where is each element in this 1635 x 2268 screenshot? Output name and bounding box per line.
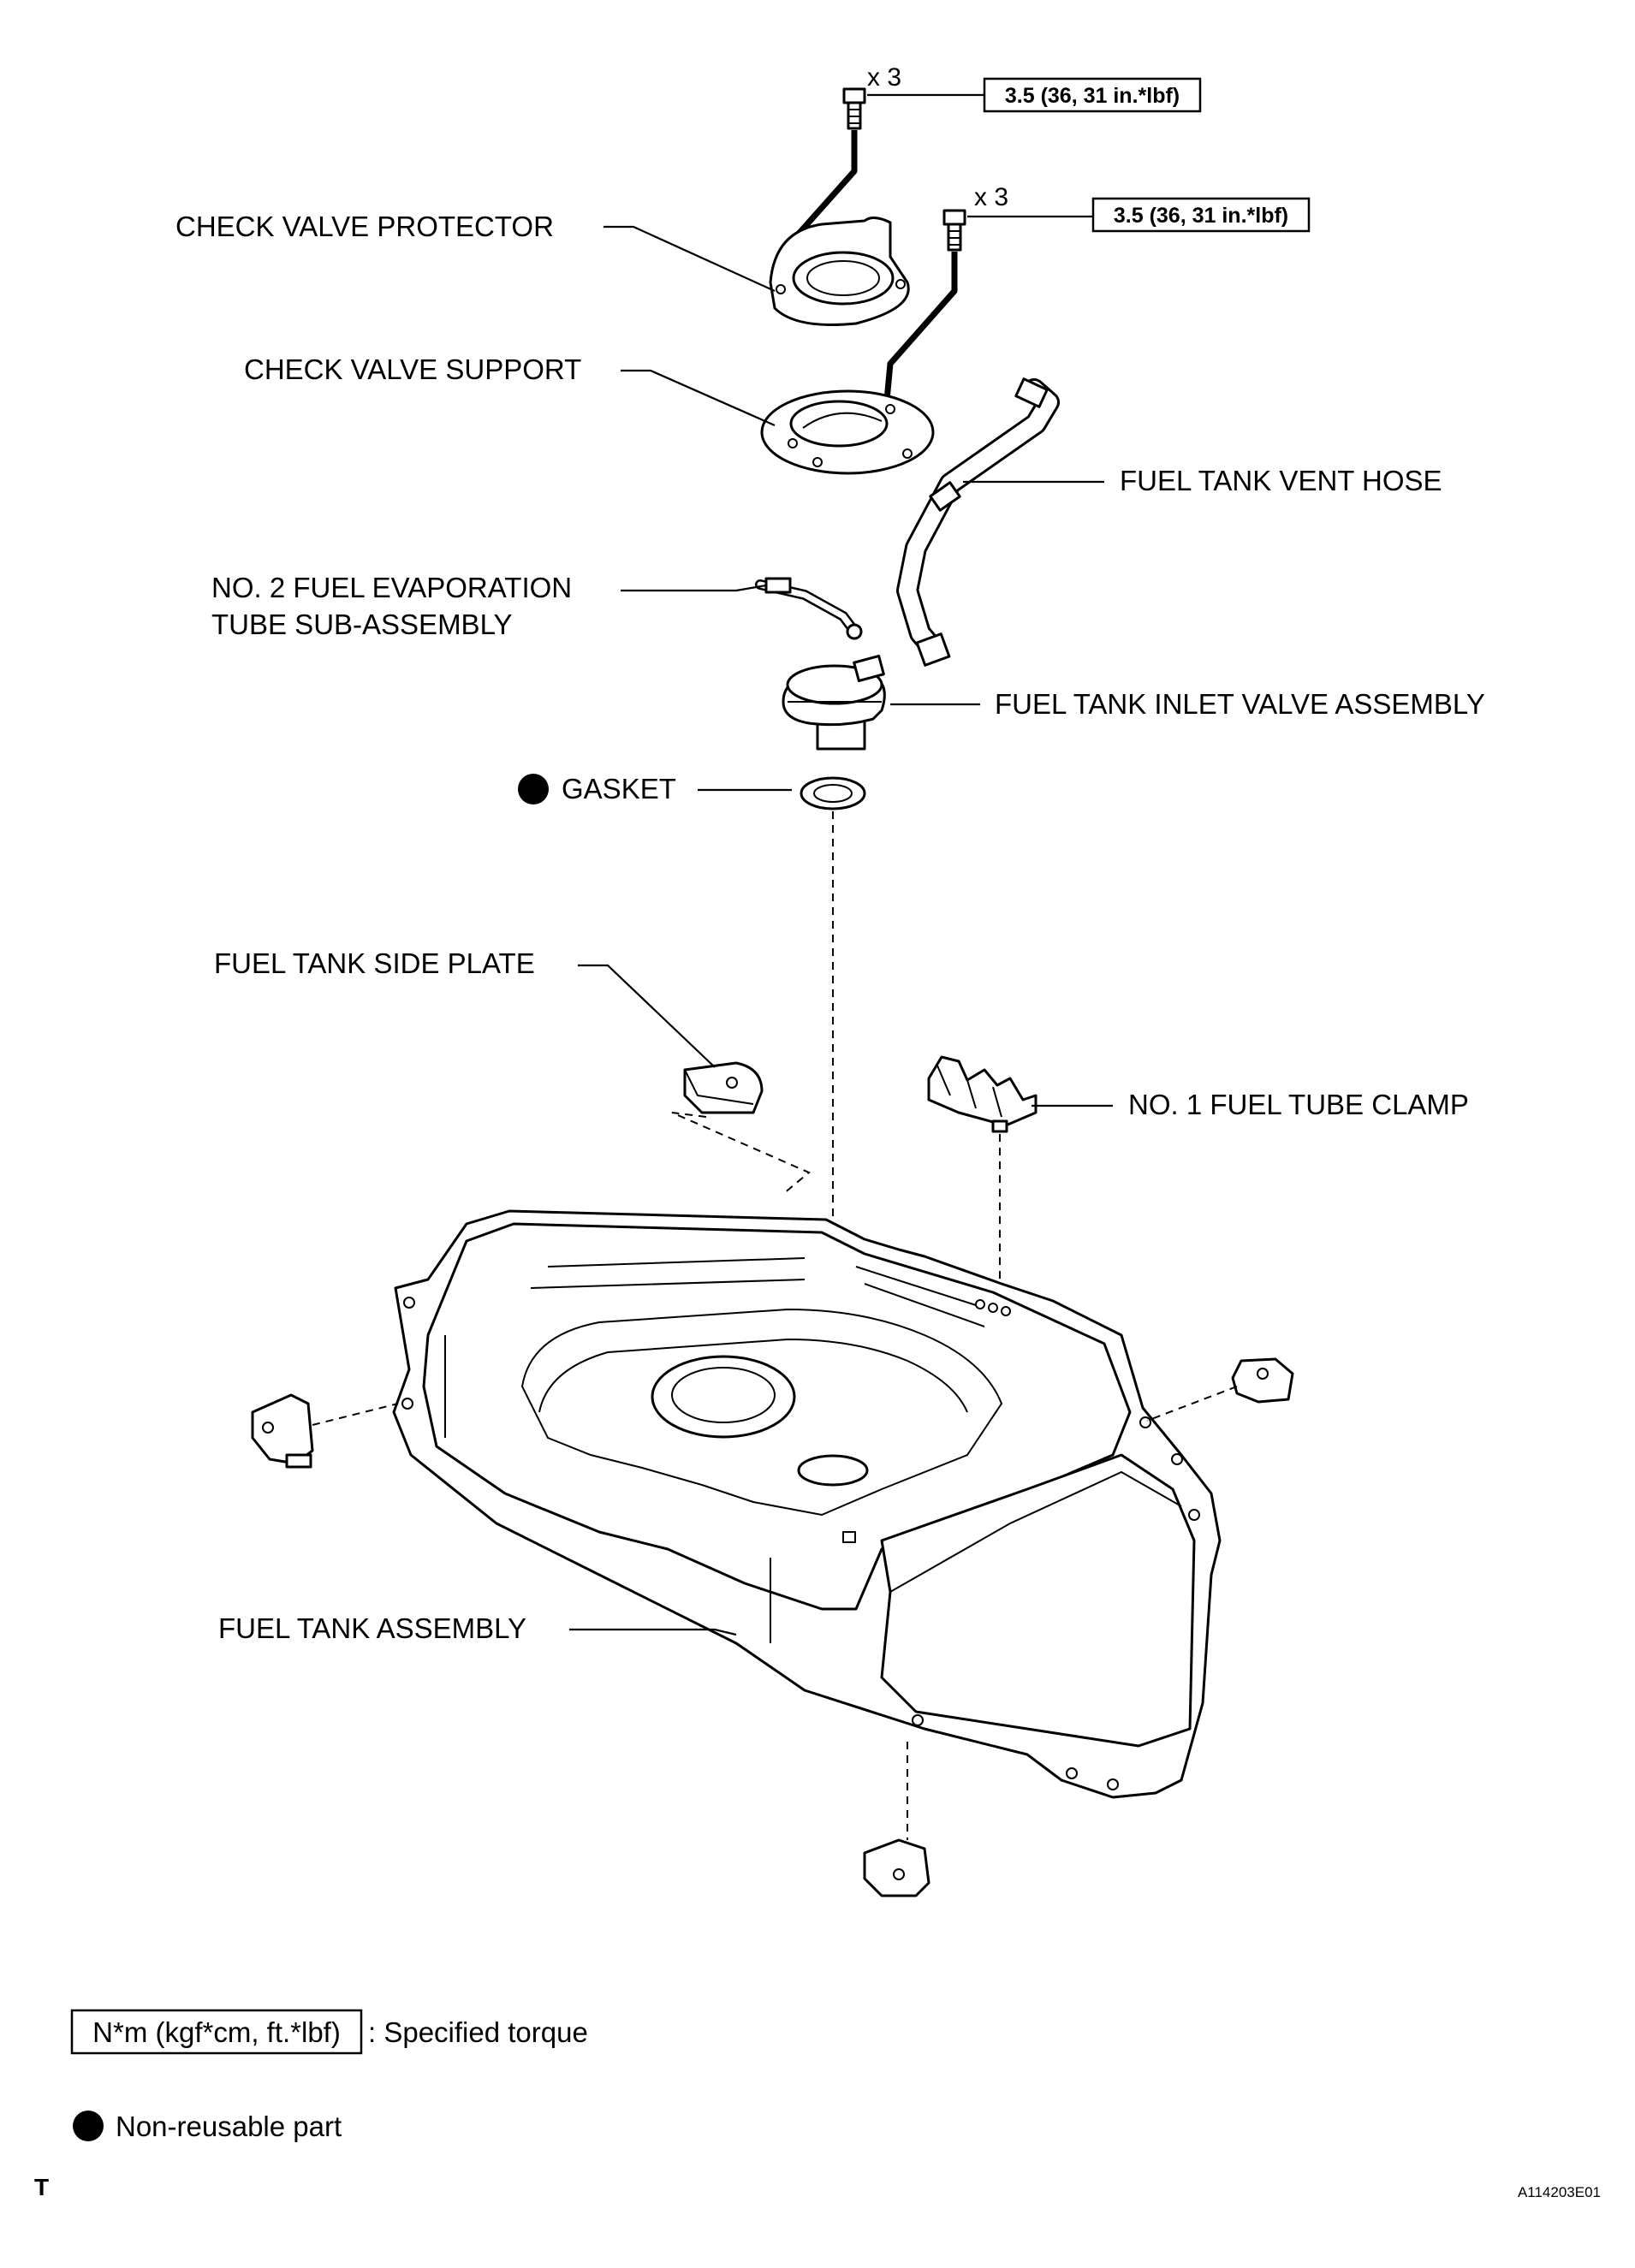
legend-torque-box bbox=[70, 2009, 363, 2055]
torque-spec-1: 3.5 (36, 31 in.*lbf) bbox=[1005, 84, 1180, 108]
torque-box-2 bbox=[1091, 197, 1311, 233]
fuel-evaporation-tube-part bbox=[755, 577, 863, 640]
non-reusable-icon bbox=[518, 774, 549, 804]
fuel-tank-vent-hose-label: FUEL TANK VENT HOSE bbox=[1120, 465, 1442, 496]
gasket-label: GASKET bbox=[562, 773, 676, 804]
fuel-tank-side-plate-left bbox=[251, 1393, 314, 1469]
corner-mark: T bbox=[34, 2174, 49, 2200]
fuel-tank-inlet-valve-label: FUEL TANK INLET VALVE ASSEMBLY bbox=[995, 688, 1485, 720]
gasket-part bbox=[800, 776, 866, 810]
bolt-icon bbox=[942, 209, 966, 252]
figure-code: A114203E01 bbox=[1518, 2184, 1601, 2200]
legend-torque-box-text: N*m (kgf*cm, ft.*lbf) bbox=[92, 2016, 341, 2048]
check-valve-support-label: CHECK VALVE SUPPORT bbox=[244, 353, 581, 385]
fuel-tube-clamp-part bbox=[927, 1055, 1037, 1133]
bolt-icon bbox=[842, 87, 866, 130]
bolt-quantity-1: x 3 bbox=[867, 63, 901, 92]
bolt-quantity-2: x 3 bbox=[974, 183, 1008, 211]
check-valve-protector-part bbox=[769, 217, 910, 326]
fuel-tank-side-plate-bottom bbox=[863, 1838, 930, 1897]
fuel-evaporation-tube-label-line1: NO. 2 FUEL EVAPORATION bbox=[211, 572, 572, 603]
fuel-tube-clamp-label: NO. 1 FUEL TUBE CLAMP bbox=[1128, 1089, 1469, 1120]
fuel-tank-inlet-valve-part bbox=[782, 654, 886, 751]
fuel-tank-side-plate-part bbox=[683, 1061, 764, 1114]
torque-box-1 bbox=[983, 77, 1202, 113]
fuel-tank-vent-hose-part bbox=[896, 377, 1060, 667]
fuel-tank-side-plate-right bbox=[1231, 1357, 1294, 1404]
check-valve-support-part bbox=[760, 389, 935, 475]
check-valve-protector-label: CHECK VALVE PROTECTOR bbox=[175, 211, 554, 242]
legend-nonreusable-desc: Non-reusable part bbox=[116, 2111, 342, 2142]
fuel-evaporation-tube-label-line2: TUBE SUB-ASSEMBLY bbox=[211, 609, 512, 640]
fuel-tank-side-plate-label: FUEL TANK SIDE PLATE bbox=[214, 947, 535, 979]
non-reusable-icon bbox=[73, 2111, 104, 2141]
torque-spec-2: 3.5 (36, 31 in.*lbf) bbox=[1114, 204, 1288, 228]
fuel-tank-assembly-part bbox=[392, 1209, 1222, 1799]
legend-torque-desc: : Specified torque bbox=[368, 2016, 588, 2048]
fuel-tank-assembly-label: FUEL TANK ASSEMBLY bbox=[218, 1612, 526, 1644]
